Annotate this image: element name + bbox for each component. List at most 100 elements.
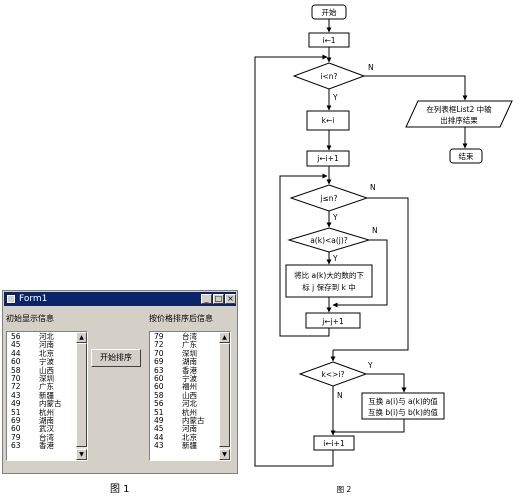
init-i-text: i←1 <box>322 36 335 45</box>
scroll-down-icon[interactable]: ▼ <box>219 449 230 460</box>
region-name: 台湾 <box>182 332 197 341</box>
region-name: 香港 <box>182 365 197 375</box>
region-name: 武汉 <box>39 424 54 434</box>
init-j-text: j←i+1 <box>316 154 339 163</box>
cond-outer-text: i<n? <box>320 72 337 81</box>
no-label: N <box>368 63 374 72</box>
scroll-thumb[interactable] <box>219 343 230 447</box>
close-button[interactable]: × <box>225 294 236 304</box>
arrow <box>332 239 388 308</box>
region-name: 宁波 <box>182 373 197 383</box>
price-value: 72 <box>154 340 164 350</box>
region-name: 宁波 <box>39 357 54 367</box>
region-name: 山西 <box>39 365 54 375</box>
figure2-caption: 图 2 <box>337 485 352 494</box>
list2-scrollbar[interactable]: ▲ ▼ <box>219 332 230 460</box>
price-value: 56 <box>11 332 21 341</box>
output-text-2: 出排序结果 <box>440 115 478 125</box>
arrow <box>279 173 330 337</box>
scroll-thumb[interactable] <box>76 343 87 447</box>
start-sort-button[interactable]: 开始排序 <box>91 349 141 367</box>
end-text: 结束 <box>459 151 474 161</box>
maximize-button[interactable]: □ <box>213 294 224 304</box>
arrow <box>333 197 409 351</box>
assign-k-box <box>306 110 350 131</box>
scroll-up-icon[interactable]: ▲ <box>76 332 87 343</box>
price-value: 51 <box>154 407 164 417</box>
region-name: 深圳 <box>39 373 54 383</box>
price-value: 45 <box>11 340 21 350</box>
arrow <box>254 54 334 467</box>
price-value: 58 <box>154 390 164 400</box>
list-item[interactable]: 51 杭州 <box>152 407 218 417</box>
swap-text-1: 互换 a(i)与 a(k)的值 <box>368 396 438 406</box>
list-item[interactable]: 60 武汉 <box>9 424 75 434</box>
no-label: N <box>372 226 378 235</box>
list-item[interactable]: 60 宁波 <box>9 357 75 367</box>
price-value: 69 <box>11 415 21 425</box>
region-name: 新疆 <box>182 441 197 451</box>
list-item[interactable]: 72 广东 <box>152 340 218 350</box>
region-name: 河南 <box>39 340 54 350</box>
scroll-up-icon[interactable]: ▲ <box>219 332 230 343</box>
scroll-down-icon[interactable]: ▼ <box>76 449 87 460</box>
arrow <box>364 75 468 101</box>
cond-inner-text: j≤n? <box>319 194 337 203</box>
region-name: 杭州 <box>182 407 197 417</box>
price-value: 79 <box>154 332 164 341</box>
price-value: 60 <box>11 424 21 434</box>
list1-scrollbar[interactable]: ▲ ▼ <box>76 332 87 460</box>
region-name: 河南 <box>182 424 197 434</box>
start-text: 开始 <box>322 7 337 17</box>
price-value: 79 <box>11 432 21 442</box>
no-label: N <box>337 391 343 400</box>
list-item[interactable]: 79 台湾 <box>152 332 218 341</box>
output-parallelogram <box>405 100 513 128</box>
end-node <box>449 148 483 164</box>
arrow <box>366 373 407 393</box>
region-name: 深圳 <box>182 348 197 358</box>
price-value: 43 <box>154 441 164 451</box>
list-item[interactable]: 45 河南 <box>9 340 75 350</box>
note-text-1: 将比 a(k)大的数的下 <box>294 270 364 280</box>
list-item[interactable]: 79 台湾 <box>9 432 75 442</box>
region-name: 台湾 <box>39 432 54 442</box>
minimize-button[interactable]: _ <box>201 294 212 304</box>
region-name: 杭州 <box>39 407 54 417</box>
initial-info-label: 初始显示信息 <box>6 314 54 323</box>
swap-box <box>361 392 445 420</box>
price-value: 60 <box>11 357 21 367</box>
region-name: 香港 <box>39 441 54 451</box>
list-item[interactable]: 43 新疆 <box>152 441 218 451</box>
price-value: 60 <box>154 382 164 392</box>
yes-label: Y <box>367 361 373 370</box>
region-name: 广东 <box>182 340 197 350</box>
region-name: 内蒙古 <box>182 415 205 425</box>
cond-swap-text: k<>i? <box>322 370 345 379</box>
yes-label: Y <box>332 93 338 102</box>
